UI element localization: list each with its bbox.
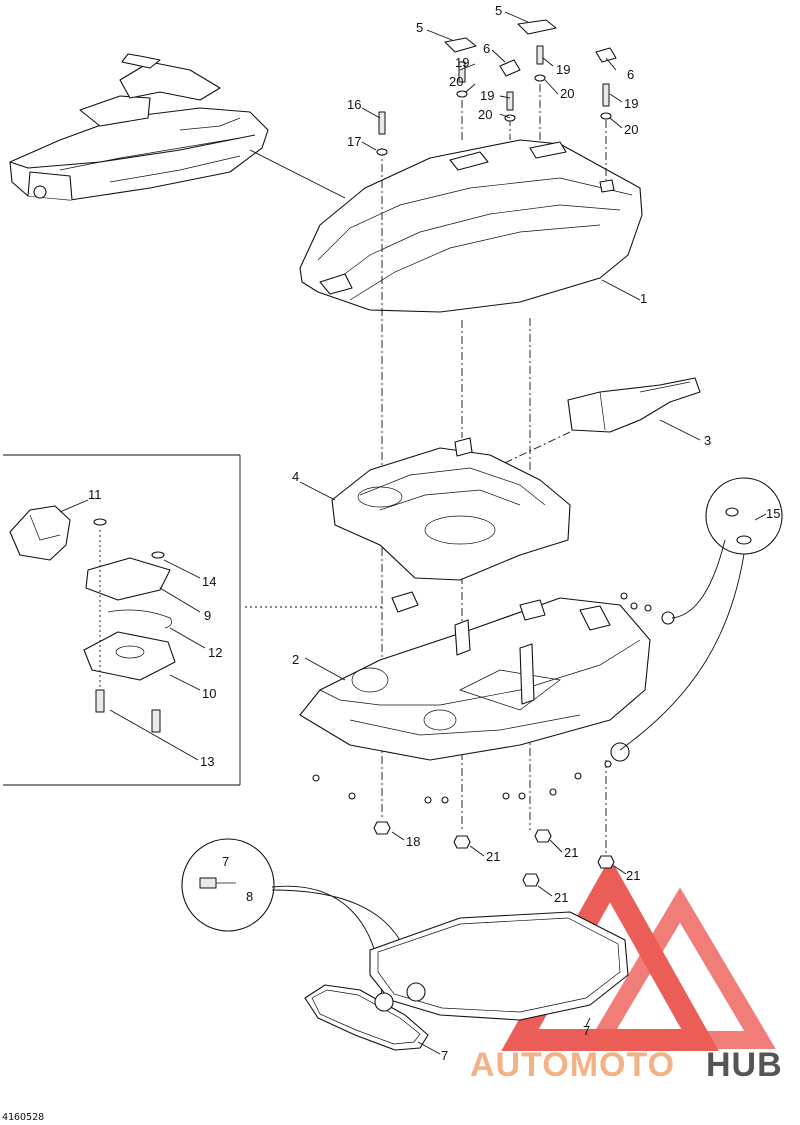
callout-labels: 1 2 3 4 5 5 6 6 7 7 7 8 9 10 11 12 13 14… xyxy=(88,3,780,1063)
callout-8: 8 xyxy=(246,889,253,904)
callout-20-b: 20 xyxy=(560,86,574,101)
callout-18: 18 xyxy=(406,834,420,849)
part-1-top-cover xyxy=(299,139,643,313)
callout-7-b: 7 xyxy=(583,1023,590,1038)
automotohub-wordmark: AUTOMOTO HUB xyxy=(470,1046,783,1084)
callout-3: 3 xyxy=(704,433,711,448)
callout-6-b: 6 xyxy=(627,67,634,82)
wordmark-hub: HUB xyxy=(706,1046,783,1084)
part-3-bracket xyxy=(567,377,701,433)
callout-20-d: 20 xyxy=(624,122,638,137)
diagram-reference-id: 416O528 xyxy=(2,1112,44,1123)
callout-11: 11 xyxy=(88,487,102,502)
callout-9: 9 xyxy=(204,608,211,623)
callout-13: 13 xyxy=(200,754,214,769)
callout-17: 17 xyxy=(347,134,361,149)
callout-5-a: 5 xyxy=(416,20,423,35)
callout-19-c: 19 xyxy=(480,88,494,103)
callout-21-b: 21 xyxy=(564,845,578,860)
nuts-bottom xyxy=(373,821,615,887)
callout-4: 4 xyxy=(292,469,299,484)
detail-circle-7-8 xyxy=(181,838,415,1001)
callout-7-c: 7 xyxy=(441,1048,448,1063)
callout-21-d: 21 xyxy=(554,890,568,905)
callout-7-a: 7 xyxy=(222,854,229,869)
callout-16: 16 xyxy=(347,97,361,112)
watercraft-illustration xyxy=(9,53,269,201)
callout-10: 10 xyxy=(202,686,216,701)
detail-box-latch-assembly xyxy=(3,454,241,786)
callout-19-b: 19 xyxy=(556,62,570,77)
fasteners-top xyxy=(376,19,617,156)
callout-19-a: 19 xyxy=(455,55,469,70)
callout-20-c: 20 xyxy=(478,107,492,122)
part-4-liner xyxy=(331,437,571,581)
callout-21-c: 21 xyxy=(626,868,640,883)
callout-2: 2 xyxy=(292,652,299,667)
tray-bottom-hardware xyxy=(312,592,675,804)
callout-20-a: 20 xyxy=(449,74,463,89)
callout-12: 12 xyxy=(208,645,222,660)
callout-1: 1 xyxy=(640,291,647,306)
callout-19-d: 19 xyxy=(624,96,638,111)
part-7-seals xyxy=(304,911,629,1051)
callout-21-a: 21 xyxy=(486,849,500,864)
wordmark-automoto: AUTOMOTO xyxy=(470,1046,675,1084)
callout-14: 14 xyxy=(202,574,216,589)
callout-15: 15 xyxy=(766,506,780,521)
callout-leaders xyxy=(59,11,767,1055)
part-2-tray xyxy=(299,591,651,761)
callout-6-a: 6 xyxy=(483,41,490,56)
detail-circle-15 xyxy=(619,477,783,751)
callout-5-b: 5 xyxy=(495,3,502,18)
